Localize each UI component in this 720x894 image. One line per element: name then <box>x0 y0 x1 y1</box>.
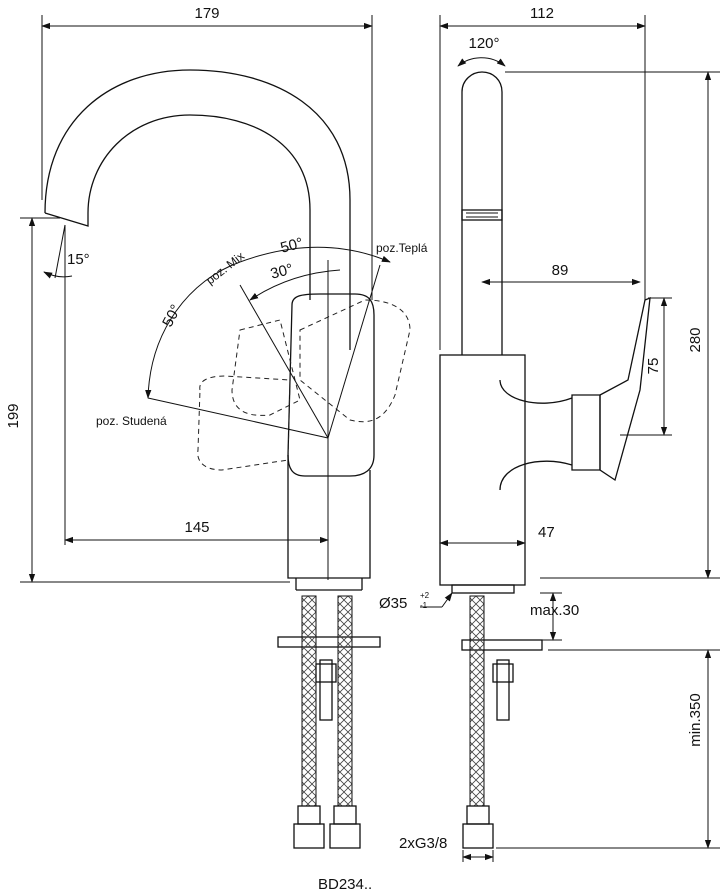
dim-hole-diameter: Ø35 <box>379 595 407 612</box>
label-pos-mix: poz. Mix <box>203 249 247 288</box>
dim-hole-tol-plus: +2 <box>420 591 430 600</box>
model-code: BD234.. <box>318 876 372 893</box>
dim-lever-height: 75 <box>645 358 662 375</box>
dim-swivel-angle: 120° <box>468 35 499 52</box>
dim-lever-reach: 89 <box>552 262 569 279</box>
dim-hole-tol-minus: -1 <box>420 601 428 610</box>
side-dimensions: 112 120° 280 89 75 47 Ø35 +2 -1 max.30 m… <box>379 5 720 862</box>
dim-body-depth: 47 <box>538 524 555 541</box>
dim-connections: 2xG3/8 <box>399 835 447 852</box>
dim-spout-angle: 15° <box>67 251 90 268</box>
dim-max-thickness: max.30 <box>530 602 579 619</box>
dim-width-side: 112 <box>530 5 554 22</box>
dim-lever-mix-angle: 50° <box>279 235 305 257</box>
dim-width-front: 179 <box>194 5 219 22</box>
dim-reach-front: 145 <box>184 519 209 536</box>
dim-lever-cold-angle: 50° <box>159 302 185 330</box>
side-view <box>439 71 651 849</box>
dim-height-total: 280 <box>687 327 704 352</box>
dim-hose-length: min.350 <box>687 693 704 746</box>
label-pos-hot: poz.Teplá <box>376 241 428 255</box>
front-dimensions: 179 199 145 15° 50° 50° 30° poz. Mix poz… <box>5 5 428 583</box>
front-view <box>44 69 411 849</box>
label-pos-cold: poz. Studená <box>96 414 167 428</box>
dim-lever-inner-angle: 30° <box>269 261 295 283</box>
dim-height-spout: 199 <box>5 403 22 428</box>
